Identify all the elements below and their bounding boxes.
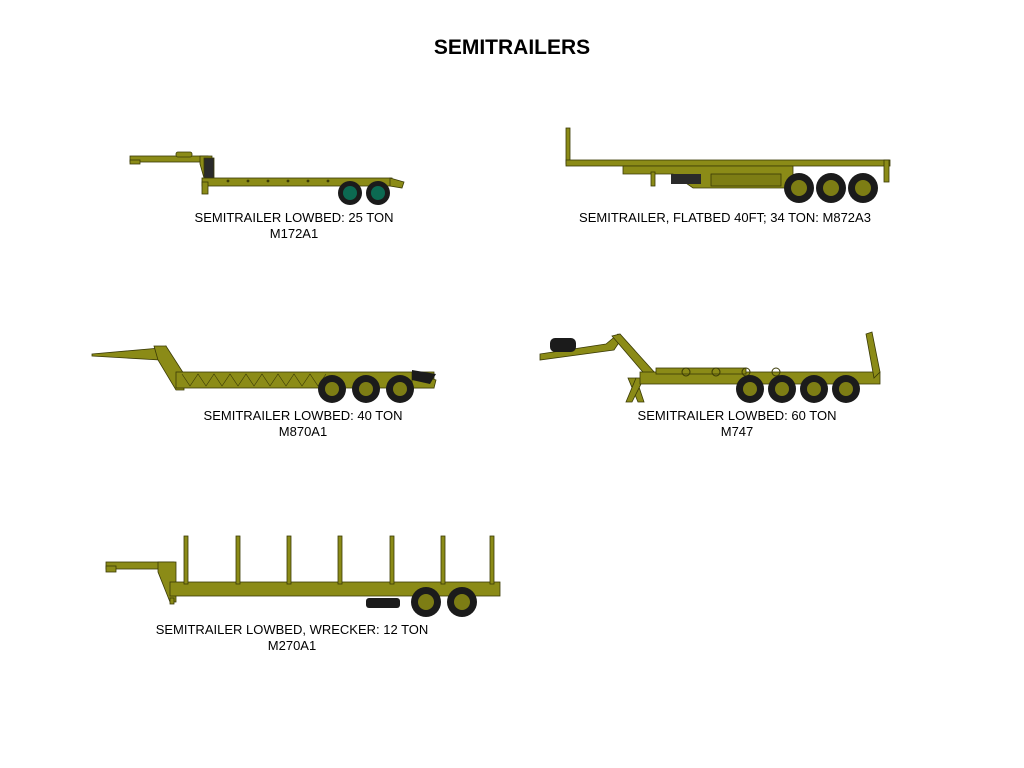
trailer-caption-lowbed-40-ton: SEMITRAILER LOWBED: 40 TON M870A1 — [160, 408, 446, 440]
wrecker-12-ton-trailer-icon — [105, 535, 501, 617]
caption-line-2: M172A1 — [269, 226, 319, 241]
trailer-caption-wrecker-12-ton: SEMITRAILER LOWBED, WRECKER: 12 TON M270… — [146, 622, 438, 654]
page-title: SEMITRAILERS — [433, 36, 591, 59]
trailer-caption-lowbed-25-ton: SEMITRAILER LOWBED: 25 TON M172A1 — [150, 210, 438, 242]
lowbed-25-ton-trailer-icon — [129, 151, 405, 205]
caption-line-2: M870A1 — [278, 424, 328, 439]
caption-line-1: SEMITRAILER, FLATBED 40FT; 34 TON: M872A… — [579, 210, 871, 225]
caption-line-1: SEMITRAILER LOWBED, WRECKER: 12 TON — [155, 622, 429, 637]
lowbed-60-ton-trailer-icon — [539, 331, 881, 403]
lowbed-40-ton-trailer-icon — [91, 345, 437, 403]
caption-line-2: M270A1 — [267, 638, 317, 653]
trailer-caption-lowbed-60-ton: SEMITRAILER LOWBED: 60 TON M747 — [594, 408, 880, 440]
caption-line-1: SEMITRAILER LOWBED: 60 TON — [637, 408, 837, 423]
caption-line-2: M747 — [720, 424, 754, 439]
trailer-caption-flatbed-34-ton: SEMITRAILER, FLATBED 40FT; 34 TON: M872A… — [560, 210, 890, 226]
caption-line-1: SEMITRAILER LOWBED: 25 TON — [194, 210, 394, 225]
flatbed-34-ton-trailer-icon — [565, 127, 891, 203]
caption-line-1: SEMITRAILER LOWBED: 40 TON — [203, 408, 403, 423]
